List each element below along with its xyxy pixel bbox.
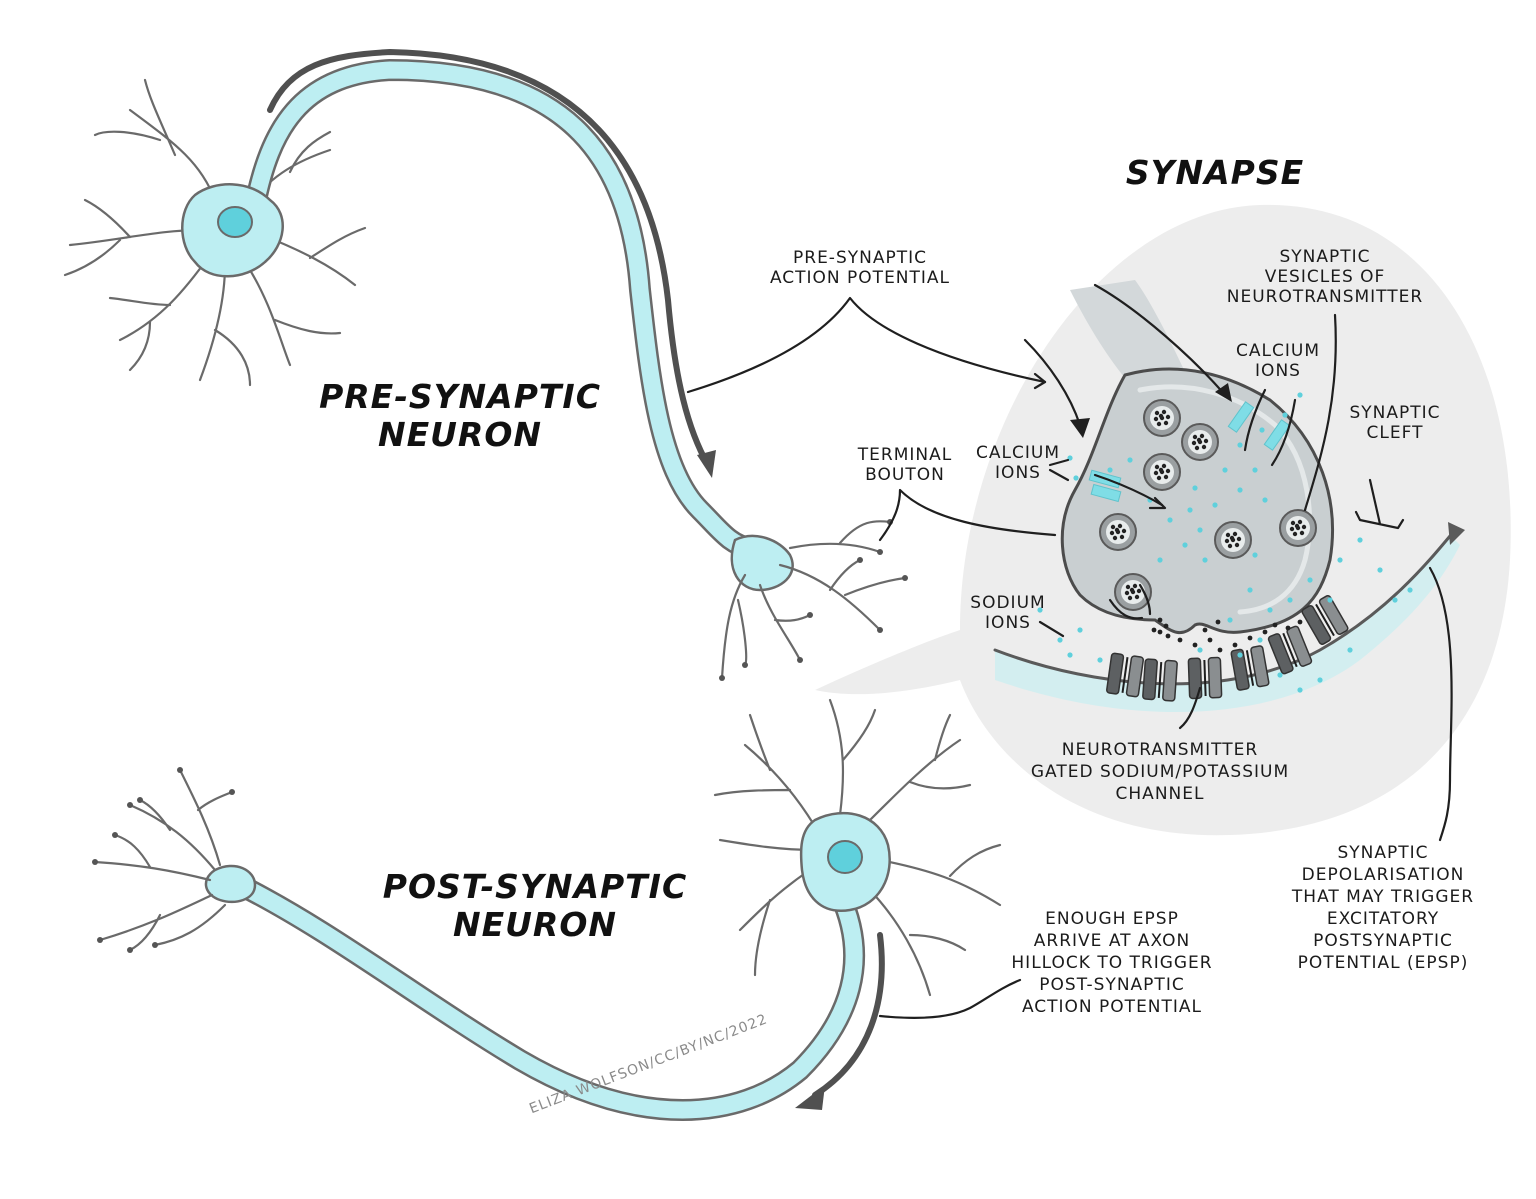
pre-neuron-label-2: NEURON	[378, 415, 542, 454]
leader-lines	[686, 296, 1453, 1020]
label-channel-2: GATED SODIUM/POTASSIUM	[1031, 762, 1289, 782]
label-depol-4: EXCITATORY	[1327, 909, 1439, 929]
ion-channel	[1267, 625, 1313, 675]
label-depol-2: DEPOLARISATION	[1302, 865, 1465, 885]
vesicle	[1181, 423, 1219, 461]
label-calcium-left-1: CALCIUM	[976, 443, 1060, 463]
label-depol-1: SYNAPTIC	[1337, 843, 1428, 863]
label-pre-ap-2: ACTION POTENTIAL	[770, 268, 950, 288]
label-vesicles-3: NEUROTRANSMITTER	[1227, 287, 1423, 307]
label-epsp-2: ARRIVE AT AXON	[1034, 931, 1190, 951]
post-neuron-label-2: NEURON	[453, 905, 617, 944]
label-cleft-1: SYNAPTIC	[1349, 403, 1440, 423]
label-terminal-bouton-2: BOUTON	[865, 465, 945, 485]
synapse-title: SYNAPSE	[1126, 153, 1304, 192]
label-channel-1: NEUROTRANSMITTER	[1062, 740, 1258, 760]
label-sodium-1: SODIUM	[970, 593, 1045, 613]
ion-channel	[1301, 595, 1349, 645]
label-vesicles-2: VESICLES OF	[1265, 267, 1386, 287]
pre-terminal-knobs	[719, 519, 908, 681]
synaptic-vesicles	[1099, 399, 1317, 639]
label-epsp-4: POST-SYNAPTIC	[1039, 975, 1184, 995]
label-epsp-5: ACTION POTENTIAL	[1022, 997, 1202, 1017]
incoming-ap-arrows	[1023, 283, 1232, 438]
label-epsp-3: HILLOCK TO TRIGGER	[1011, 953, 1212, 973]
vesicle	[1279, 509, 1317, 547]
label-cleft-2: CLEFT	[1367, 423, 1424, 443]
label-calcium-left-2: IONS	[995, 463, 1041, 483]
vesicle	[1214, 521, 1252, 559]
post-dendrites	[713, 698, 1002, 997]
vesicle	[1143, 399, 1181, 437]
ion-dots	[1037, 392, 1413, 693]
label-calcium-top-1: CALCIUM	[1236, 341, 1320, 361]
vesicle	[1143, 453, 1181, 491]
label-pre-ap-1: PRE-SYNAPTIC	[793, 248, 927, 268]
label-vesicles-1: SYNAPTIC	[1279, 247, 1370, 267]
label-terminal-bouton-1: TERMINAL	[857, 445, 952, 465]
ion-channel	[1230, 645, 1270, 691]
ion-channels	[1106, 595, 1349, 702]
ion-channel	[1187, 656, 1223, 700]
label-depol-5: POSTSYNAPTIC	[1313, 931, 1453, 951]
pre-synaptic-neuron	[63, 48, 908, 681]
post-terminal-branches	[93, 768, 234, 952]
label-epsp-1: ENOUGH EPSP	[1045, 909, 1179, 929]
label-depol-3: THAT MAY TRIGGER	[1291, 887, 1474, 907]
vesicle	[1099, 513, 1137, 551]
label-calcium-top-2: IONS	[1255, 361, 1301, 381]
vesicle	[1114, 573, 1152, 611]
post-neuron-label-1: POST-SYNAPTIC	[383, 867, 687, 906]
label-depol-6: POTENTIAL (EPSP)	[1298, 953, 1469, 973]
label-channel-3: CHANNEL	[1116, 784, 1205, 804]
pre-neuron-label-1: PRE-SYNAPTIC	[319, 377, 601, 416]
ion-channel	[1106, 652, 1144, 698]
diagram-labels: SYNAPSE PRE-SYNAPTIC NEURON POST-SYNAPTI…	[319, 153, 1474, 1117]
label-sodium-2: IONS	[985, 613, 1031, 633]
post-terminal-knobs	[92, 767, 235, 953]
ion-channel	[1142, 658, 1178, 702]
post-synaptic-neuron	[92, 698, 1002, 1121]
